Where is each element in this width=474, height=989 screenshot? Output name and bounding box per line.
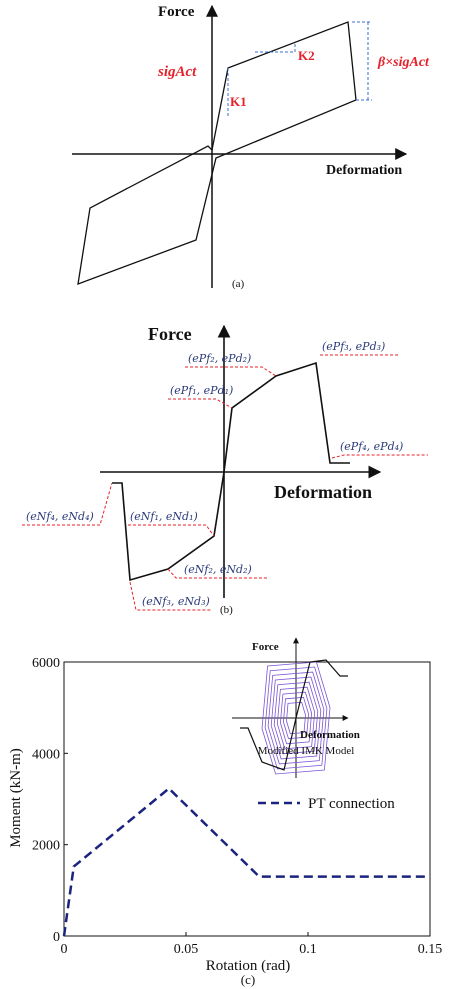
panel-c-series <box>62 786 430 937</box>
panel-b-leader-enf2 <box>167 568 268 579</box>
panel-b-label-enf1: (eNf₁, eNd₁) <box>130 510 198 523</box>
panel-a-beta-sigact-label: β×sigAct <box>377 55 430 70</box>
panel-a-deformation-label: Deformation <box>326 163 402 178</box>
inset-backbone-curve <box>240 659 348 771</box>
inset-loop <box>279 691 313 745</box>
panel-c: 0 2000 4000 6000 0 0.05 0.1 0.15 Moment (kN-m)… <box>8 637 443 987</box>
panel-b-caption: (b) <box>220 604 233 616</box>
x-tick-label: 0 <box>61 942 68 957</box>
panel-a: Force Deformation sigAct β×sigAct K1 K2 … <box>72 4 430 290</box>
panel-b: Force Deformation (ePf₂, ePd₂) (ePf₁, eP… <box>22 324 428 616</box>
inset-loop <box>267 671 325 765</box>
panel-b-label-enf3: (eNf₃, eNd₃) <box>142 595 210 608</box>
panel-b-label-enf2: (eNf₂, eNd₂) <box>184 563 252 576</box>
panel-b-label-epf4: (ePf₄, ePd₄) <box>340 440 403 453</box>
panel-c-y-axis-label: Moment (kN-m) <box>8 748 24 848</box>
y-tick-label: 0 <box>53 930 60 945</box>
panel-b-force-label: Force <box>148 324 192 344</box>
panel-c-plot-area <box>63 661 431 937</box>
inset-deformation-label: Deformation <box>300 729 360 741</box>
panel-a-k2-label: K2 <box>298 48 315 63</box>
panel-b-backbone-curve <box>112 361 350 582</box>
inset-loop <box>286 701 306 735</box>
inset-force-label: Force <box>252 641 279 653</box>
panel-c-caption: (c) <box>241 972 255 987</box>
inset-hysteresis-loops <box>261 661 331 775</box>
panel-b-leader-enf4 <box>22 482 113 526</box>
inset-loop <box>282 696 310 740</box>
panel-b-leader-epf2 <box>185 366 277 377</box>
x-tick-label: 0.15 <box>418 942 443 957</box>
inset-caption: Modified IMK Model <box>258 745 355 757</box>
panel-b-leader-epf1 <box>168 398 233 409</box>
panel-c-legend: PT connection <box>258 796 395 812</box>
y-tick-label: 6000 <box>32 656 60 671</box>
panel-a-force-label: Force <box>158 4 195 20</box>
inset-loop <box>261 661 331 775</box>
series-line-pt-connection <box>62 786 430 937</box>
panel-c-x-ticks: 0 0.05 0.1 0.15 <box>61 932 443 957</box>
panel-b-label-epf1: (ePf₁, ePd₁) <box>170 384 233 397</box>
panel-b-label-enf4: (eNf₄, eNd₄) <box>26 510 94 523</box>
panel-b-label-epf2: (ePf₂, ePd₂) <box>188 352 251 365</box>
inset-loop <box>273 681 319 755</box>
panel-c-y-ticks: 0 2000 4000 6000 <box>32 656 68 945</box>
inset-loop <box>264 666 328 770</box>
panel-b-leader-epf4 <box>331 454 428 459</box>
inset-loop <box>276 686 316 750</box>
panel-a-sigact-label: sigAct <box>157 64 197 80</box>
panel-c-inset: Force Deformation Modified IMK Model <box>232 637 360 778</box>
panel-a-hysteresis-loop <box>77 21 357 285</box>
y-tick-label: 4000 <box>32 747 60 762</box>
panel-b-deformation-label: Deformation <box>274 482 372 502</box>
y-tick-label: 2000 <box>32 839 60 854</box>
panel-a-caption: (a) <box>232 278 245 290</box>
x-tick-label: 0.1 <box>299 942 317 957</box>
panel-c-x-axis-label: Rotation (rad) <box>206 958 291 974</box>
panel-b-label-epf3: (ePf₃, ePd₃) <box>322 340 385 353</box>
x-tick-label: 0.05 <box>174 942 199 957</box>
panel-a-k1-label: K1 <box>230 94 247 109</box>
panel-b-leader-enf1 <box>128 524 215 537</box>
legend-label-pt-connection: PT connection <box>308 796 395 812</box>
inset-loop <box>270 676 322 760</box>
